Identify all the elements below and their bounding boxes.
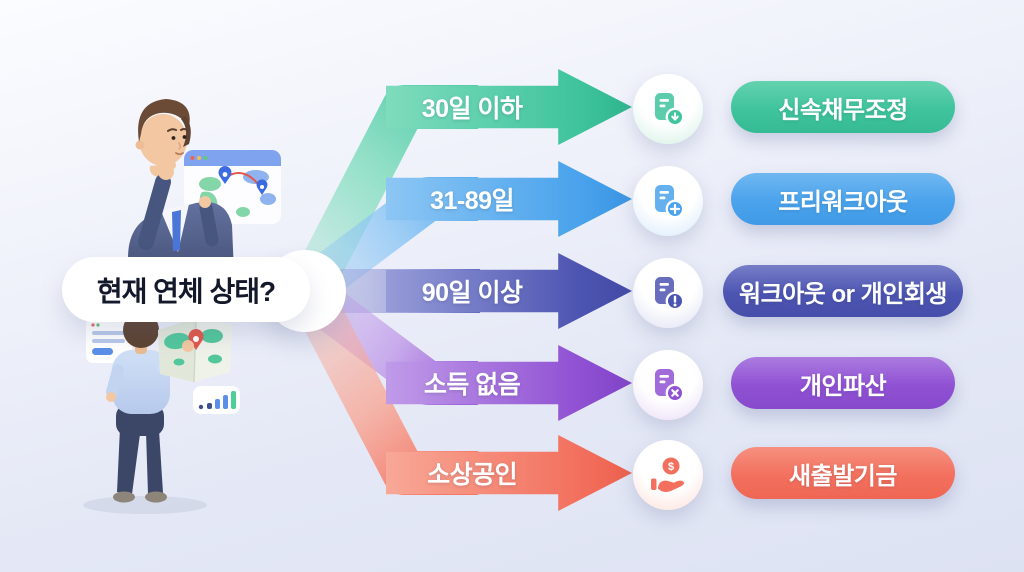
bar-chart-card-illustration bbox=[193, 386, 240, 414]
document-alert-icon bbox=[633, 258, 703, 328]
result-label: 워크아웃 or 개인회생 bbox=[739, 280, 947, 308]
result-pill-2: 프리워크아웃 bbox=[731, 173, 955, 225]
condition-label: 소상공인 bbox=[427, 461, 518, 489]
map-pin-icon bbox=[218, 166, 232, 184]
result-pill-3: 워크아웃 or 개인회생 bbox=[723, 265, 963, 317]
map-pin-icon bbox=[188, 329, 204, 350]
result-pill-4: 개인파산 bbox=[731, 357, 955, 409]
map-browser-illustration bbox=[184, 150, 281, 224]
condition-label: 31-89일 bbox=[430, 187, 515, 215]
condition-label: 30일 이하 bbox=[421, 95, 523, 123]
result-label: 새출발기금 bbox=[789, 462, 897, 490]
question-bubble: 현재 연체 상태? bbox=[62, 257, 310, 322]
document-x-icon bbox=[633, 350, 703, 420]
document-plus-icon bbox=[633, 166, 703, 236]
result-label: 개인파산 bbox=[799, 372, 887, 400]
result-label: 신속채무조정 bbox=[778, 96, 908, 124]
svg-text:$: $ bbox=[668, 461, 674, 473]
hand-coin-icon: $ bbox=[633, 440, 703, 510]
condition-label: 소득 없음 bbox=[423, 371, 521, 399]
ground-shadow bbox=[83, 496, 207, 514]
result-pill-5: 새출발기금 bbox=[731, 447, 955, 499]
result-label: 프리워크아웃 bbox=[778, 188, 908, 216]
map-pin-icon bbox=[256, 179, 268, 195]
question-text: 현재 연체 상태? bbox=[96, 275, 276, 307]
map-reading-man-illustration bbox=[106, 312, 232, 503]
document-download-icon bbox=[633, 74, 703, 144]
list-card-illustration bbox=[86, 318, 132, 363]
result-pill-1: 신속채무조정 bbox=[731, 81, 955, 133]
condition-label: 90일 이상 bbox=[421, 279, 523, 307]
